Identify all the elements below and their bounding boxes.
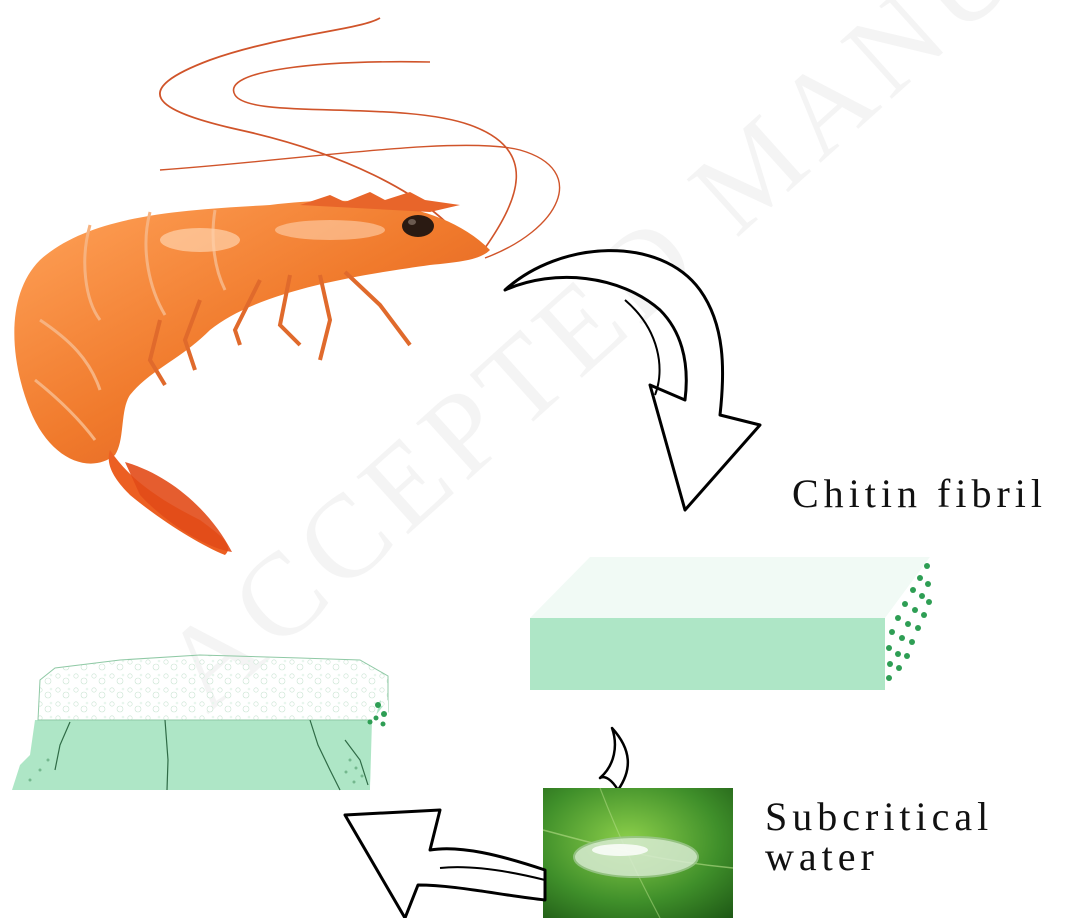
- water-drop: [574, 837, 698, 877]
- shrimp-highlight: [275, 220, 385, 240]
- block-front-face: [530, 618, 885, 690]
- curved-arrow-1: [505, 251, 760, 510]
- subcritical-water-label-line1: Subcritical: [765, 797, 993, 837]
- shrimp-highlight: [160, 228, 240, 252]
- block-top-face: [530, 557, 930, 618]
- subcritical-water-label-line2: water: [765, 837, 993, 877]
- shrimp-tail-fin: [125, 462, 232, 552]
- curved-arrow-2: [600, 728, 628, 790]
- chitin-fibril-label: Chitin fibril: [792, 470, 1047, 517]
- porous-aerogel-block: [12, 655, 388, 790]
- shrimp-leg: [320, 275, 330, 360]
- leaf-water-drop-image: [543, 788, 733, 918]
- shrimp-eye: [402, 215, 434, 237]
- shrimp-image: [14, 18, 559, 555]
- chitin-fibril-block: [530, 557, 932, 690]
- subcritical-water-label: Subcritical water: [765, 797, 993, 877]
- shrimp-leg: [345, 272, 410, 345]
- curved-arrow-3: [345, 810, 545, 918]
- aerogel-top-foam: [38, 655, 388, 720]
